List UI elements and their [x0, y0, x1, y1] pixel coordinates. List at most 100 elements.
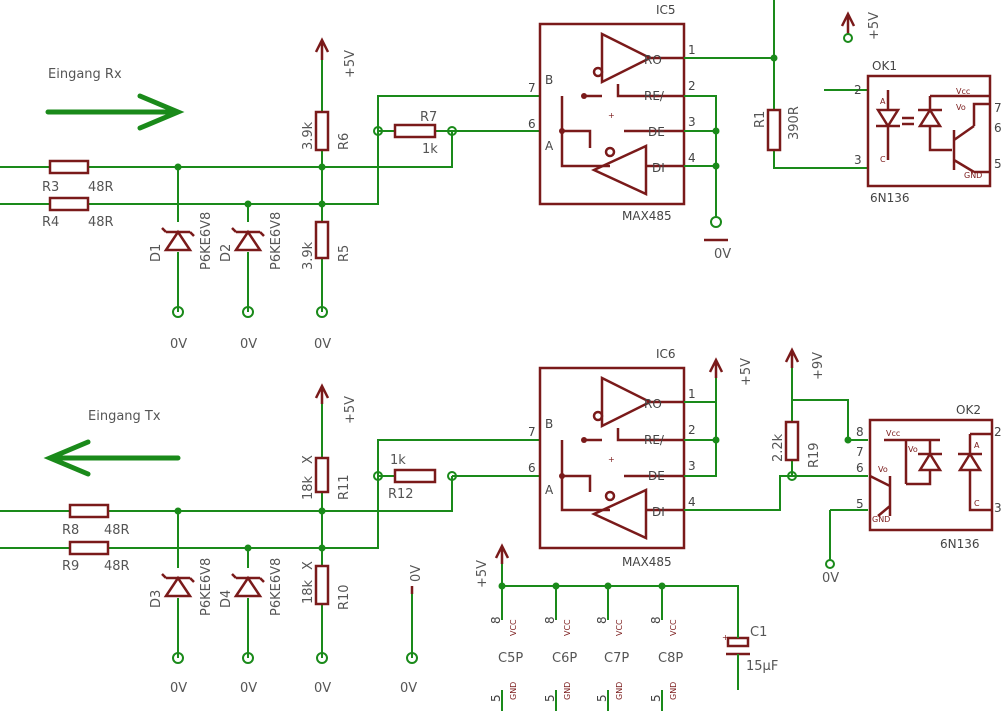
r3-ref: R3 [42, 180, 59, 195]
ic6-pin-de: DE [648, 469, 665, 483]
svg-text:GND: GND [964, 171, 982, 180]
svg-text:6: 6 [528, 461, 536, 475]
r9-value: 48R [104, 559, 130, 574]
resistor-r6 [314, 110, 330, 152]
svg-text:C5P: C5P [498, 651, 523, 666]
ic5-pin-re: RE/ [644, 89, 665, 103]
svg-text:GND: GND [615, 682, 624, 700]
svg-text:Vcc: Vcc [886, 429, 900, 438]
svg-text:Vo: Vo [956, 103, 966, 112]
rx-section: Eingang Rx R3 48R R4 48R D1 P6KE6V8 [0, 0, 1002, 352]
d3-value: P6KE6V8 [199, 558, 214, 616]
svg-text:GND: GND [563, 682, 572, 700]
svg-text:VCC: VCC [563, 619, 572, 636]
ic5-pin-b: B [545, 73, 553, 87]
diode-d4 [231, 573, 265, 598]
rx-input-label: Eingang Rx [48, 67, 122, 82]
r7-ref: R7 [420, 110, 437, 125]
d1-ref: D1 [149, 244, 164, 262]
svg-text:5: 5 [856, 497, 864, 511]
svg-text:Vcc: Vcc [956, 87, 970, 96]
d2-value: P6KE6V8 [269, 212, 284, 270]
r6-supply-label: +5V [343, 50, 358, 78]
cap-c7p: C7P VCC 8 GND 5 [595, 616, 629, 711]
svg-text:6: 6 [994, 121, 1002, 135]
r1-ref: R1 [753, 111, 768, 128]
r4-value: 48R [88, 215, 114, 230]
diode-d2 [231, 227, 265, 252]
svg-text:1: 1 [688, 43, 696, 57]
cap-bus-supply-label: +5V [475, 560, 490, 588]
svg-text:7: 7 [528, 425, 536, 439]
ic6-pin-ro: RO [644, 397, 662, 411]
r10-value: 18k [301, 579, 316, 604]
r6-ref: R6 [337, 133, 352, 150]
ok2-gnd-label: 0V [822, 571, 839, 586]
diode-d3 [161, 573, 195, 598]
svg-text:2: 2 [688, 79, 696, 93]
r11-ref: R11 [337, 474, 352, 500]
ic6-ref: IC6 [656, 347, 676, 361]
svg-text:+: + [722, 633, 729, 642]
r8-ref: R8 [62, 523, 79, 538]
svg-text:2: 2 [688, 423, 696, 437]
svg-text:4: 4 [688, 151, 696, 165]
cap-c5p: C5P VCC 8 GND 5 [489, 616, 523, 711]
ic6-supply-label: +5V [739, 358, 754, 386]
svg-text:5: 5 [994, 157, 1002, 171]
svg-text:GND: GND [872, 515, 890, 524]
resistor-r4 [48, 196, 90, 212]
net-0v-label: 0V [400, 681, 417, 696]
r11-mark: X [301, 455, 316, 464]
resistor-r8 [68, 503, 110, 519]
svg-text:7: 7 [856, 445, 864, 459]
r12-value: 1k [390, 453, 406, 468]
ok1-part: 6N136 [870, 191, 910, 205]
r10-mark: X [301, 561, 316, 570]
resistor-r12 [393, 468, 437, 484]
svg-text:Vo: Vo [908, 445, 918, 454]
ic6-pin-re: RE/ [644, 433, 665, 447]
d4-ref: D4 [219, 590, 234, 608]
svg-text:7: 7 [528, 81, 536, 95]
svg-text:6: 6 [856, 461, 864, 475]
ok1-supply-label: +5V [867, 12, 882, 40]
d4-value: P6KE6V8 [269, 558, 284, 616]
svg-text:C: C [974, 499, 980, 508]
resistor-r10 [314, 564, 330, 606]
ic5-pin-a: A [545, 139, 554, 153]
resistor-r19 [784, 420, 800, 462]
tx-section: Eingang Tx R8 48R R9 48R D3 P6KE6V8 D4 P… [0, 347, 1002, 711]
svg-text:+: + [608, 111, 615, 120]
svg-text:GND: GND [669, 682, 678, 700]
r5-gnd-label: 0V [314, 337, 331, 352]
r4-ref: R4 [42, 215, 59, 230]
svg-text:+: + [608, 455, 615, 464]
r19-supply-label: +9V [811, 352, 826, 380]
r12-ref: R12 [388, 487, 414, 502]
svg-text:3: 3 [994, 501, 1002, 515]
svg-text:C: C [880, 155, 886, 164]
r8-value: 48R [104, 523, 130, 538]
svg-text:VCC: VCC [509, 619, 518, 636]
svg-text:6: 6 [528, 117, 536, 131]
svg-text:2: 2 [854, 83, 862, 97]
svg-text:3: 3 [688, 115, 696, 129]
svg-text:2: 2 [994, 425, 1002, 439]
ic6-pin-a: A [545, 483, 554, 497]
c1-value: 15µF [746, 659, 778, 674]
r5-ref: R5 [337, 245, 352, 262]
cap-c8p: C8P VCC 8 GND 5 [649, 616, 683, 711]
ok1-6n136 [866, 74, 992, 188]
ic5-gnd-label: 0V [714, 247, 731, 262]
ok2-6n136 [868, 418, 994, 532]
svg-text:A: A [880, 97, 886, 106]
r7-value: 1k [422, 142, 438, 157]
r3-value: 48R [88, 180, 114, 195]
ic5-ref: IC5 [656, 3, 676, 17]
resistor-r9 [68, 540, 110, 556]
ic6-pin-b: B [545, 417, 553, 431]
ic5-pin-ro: RO [644, 53, 662, 67]
resistor-r7 [393, 123, 437, 139]
